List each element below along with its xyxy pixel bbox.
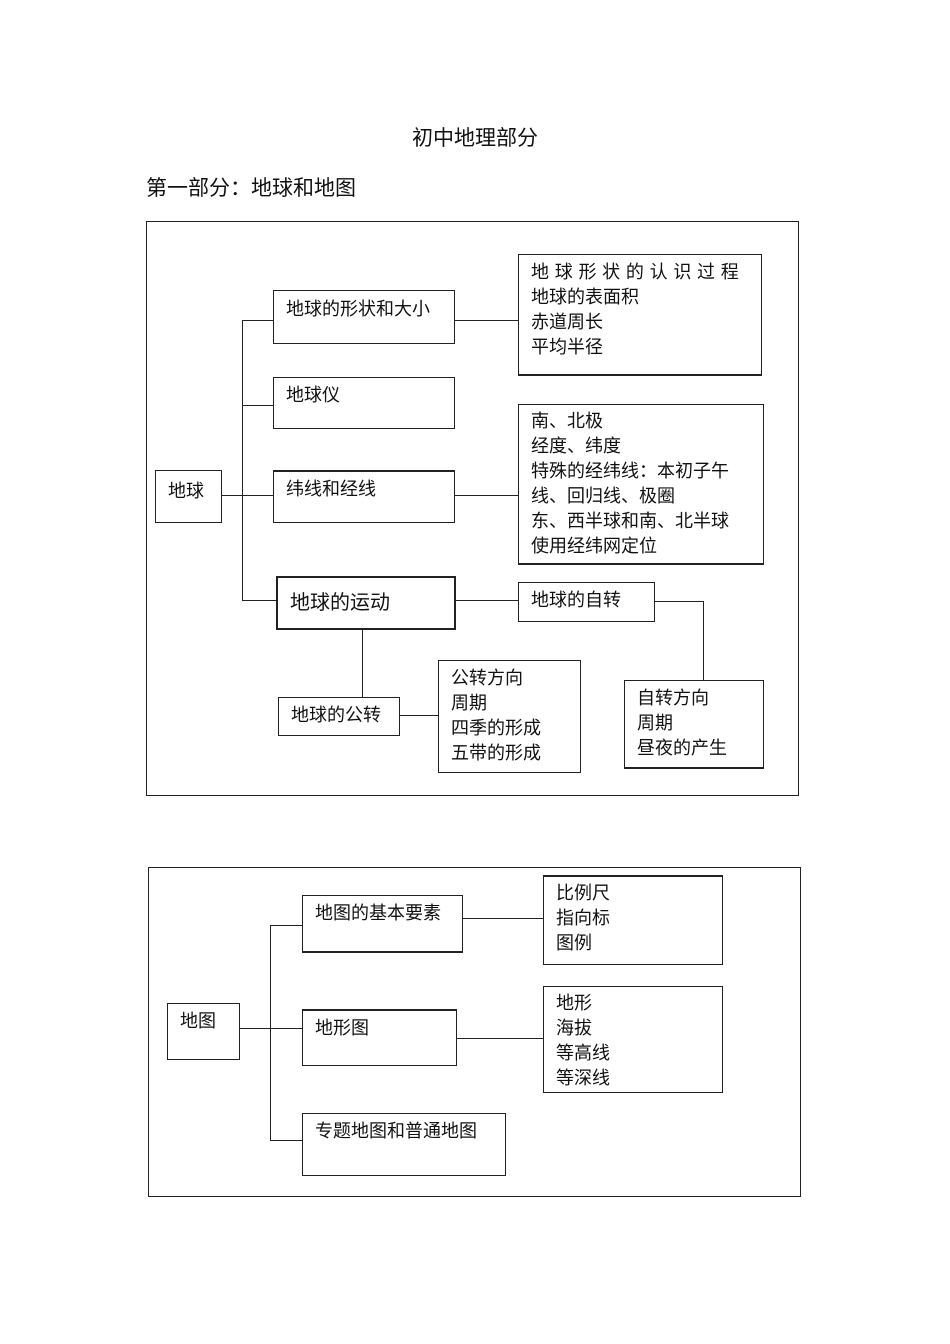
earth-shape-details-node: 地 球 形 状 的 认 识 过 程 地球的表面积 赤道周长 平均半径 (518, 254, 762, 376)
connector (362, 629, 363, 697)
connector (270, 1140, 302, 1141)
earth-rotation-details-node: 自转方向 周期 昼夜的产生 (624, 680, 764, 769)
connector (703, 601, 704, 681)
connector (400, 715, 438, 716)
earth-latlon-details-node: 南、北极 经度、纬度 特殊的经纬线：本初子午 线、回归线、极圈 东、西半球和南、… (518, 404, 764, 565)
detail-line: 赤道周长 (531, 312, 603, 333)
detail-line: 南、北极 (531, 411, 603, 432)
page-title: 初中地理部分 (412, 126, 538, 150)
detail-line: 地球的表面积 (531, 287, 639, 308)
detail-line: 周期 (451, 693, 487, 714)
node-label: 纬线和经线 (286, 479, 376, 500)
connector (455, 320, 518, 321)
node-label: 地形图 (315, 1018, 369, 1039)
detail-line: 自转方向 (637, 688, 709, 709)
earth-shape-node: 地球的形状和大小 (273, 290, 455, 344)
detail-line: 等深线 (556, 1068, 610, 1089)
node-label: 地图 (180, 1011, 216, 1032)
earth-globe-node: 地球仪 (273, 377, 455, 429)
detail-line: 地 球 形 状 的 认 识 过 程 (531, 262, 739, 283)
node-label: 地球的运动 (290, 590, 390, 614)
detail-line: 公转方向 (451, 668, 523, 689)
node-label: 专题地图和普通地图 (315, 1121, 477, 1142)
connector (222, 495, 273, 496)
node-label: 地图的基本要素 (315, 903, 441, 924)
connector (242, 320, 273, 321)
detail-line: 特殊的经纬线：本初子午 (531, 461, 729, 482)
node-label: 地球仪 (286, 385, 340, 406)
connector (240, 1028, 302, 1029)
node-label: 地球的公转 (291, 705, 381, 726)
detail-line: 等高线 (556, 1043, 610, 1064)
section-heading: 第一部分：地球和地图 (146, 176, 356, 200)
detail-line: 使用经纬网定位 (531, 536, 657, 557)
map-terrain-node: 地形图 (302, 1009, 457, 1066)
map-trunk-line (270, 925, 271, 1140)
detail-line: 比例尺 (556, 883, 610, 904)
detail-line: 平均半径 (531, 337, 603, 358)
detail-line: 周期 (637, 713, 673, 734)
connector (455, 600, 518, 601)
map-thematic-node: 专题地图和普通地图 (302, 1113, 506, 1176)
detail-line: 地形 (556, 993, 592, 1014)
earth-root-node: 地球 (155, 470, 222, 523)
map-elements-details-node: 比例尺 指向标 图例 (543, 875, 723, 965)
earth-revolution-node: 地球的公转 (278, 697, 400, 736)
connector (270, 925, 302, 926)
map-root-node: 地图 (167, 1003, 240, 1060)
earth-latlon-node: 纬线和经线 (273, 470, 455, 523)
earth-motion-node: 地球的运动 (276, 576, 456, 630)
connector (655, 601, 703, 602)
connector (242, 600, 277, 601)
earth-rotation-node: 地球的自转 (518, 582, 655, 622)
detail-line: 四季的形成 (451, 718, 541, 739)
earth-trunk-line (242, 320, 243, 600)
node-label: 地球 (168, 481, 204, 502)
connector (463, 918, 543, 919)
detail-line: 海拔 (556, 1018, 592, 1039)
node-label: 地球的形状和大小 (286, 299, 430, 320)
connector (457, 1038, 543, 1039)
connector (242, 405, 273, 406)
detail-line: 指向标 (556, 908, 610, 929)
detail-line: 经度、纬度 (531, 436, 621, 457)
map-elements-node: 地图的基本要素 (302, 895, 463, 953)
detail-line: 图例 (556, 933, 592, 954)
detail-line: 五带的形成 (451, 743, 541, 764)
detail-line: 线、回归线、极圈 (531, 486, 675, 507)
connector (455, 495, 518, 496)
detail-line: 东、西半球和南、北半球 (531, 511, 729, 532)
node-label: 地球的自转 (531, 590, 621, 611)
earth-revolution-details-node: 公转方向 周期 四季的形成 五带的形成 (438, 660, 581, 773)
map-terrain-details-node: 地形 海拔 等高线 等深线 (543, 986, 723, 1093)
detail-line: 昼夜的产生 (637, 738, 727, 759)
